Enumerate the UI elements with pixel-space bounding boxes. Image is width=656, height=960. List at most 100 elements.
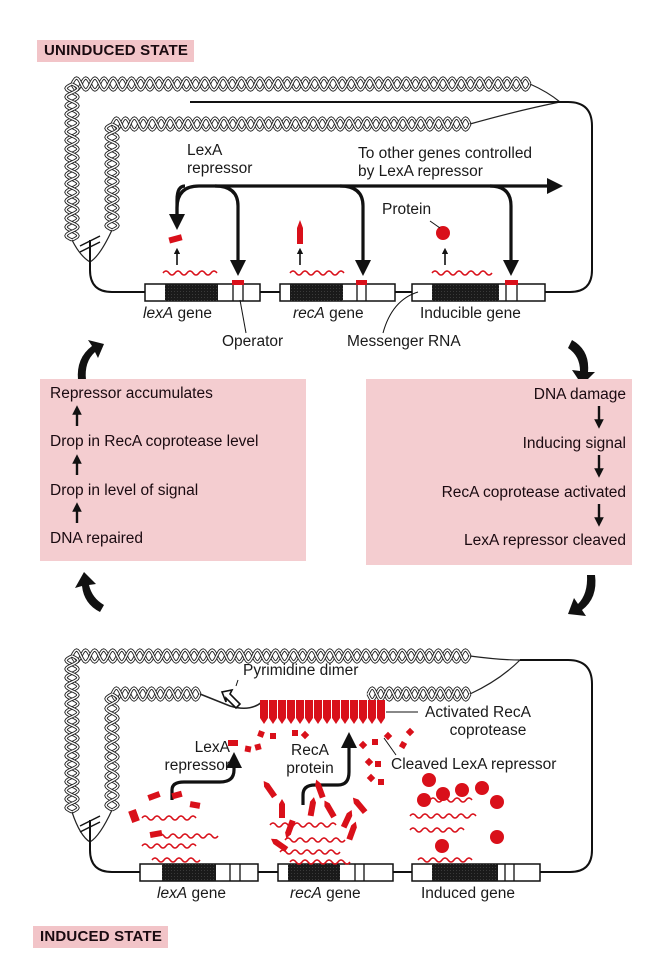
cycle-arrow-right-top	[568, 340, 595, 385]
mrna-strand	[269, 822, 337, 828]
lexa-repressor-label: LexA repressor	[187, 142, 253, 177]
reca-monomer	[296, 700, 304, 724]
induced-gene-label-lexa: lexA gene	[157, 885, 226, 902]
activated-reca-filament	[260, 700, 385, 724]
mrna-strand	[162, 270, 218, 276]
reca-monomer	[260, 700, 268, 724]
reca-monomer	[350, 700, 358, 724]
mrna-strand	[141, 815, 197, 821]
helix-junction	[469, 83, 561, 125]
protein-label: Protein	[382, 201, 432, 218]
operator-pointer	[239, 299, 247, 334]
mrna-strand	[417, 857, 473, 863]
mrna-strand	[289, 270, 345, 276]
reca-protein	[340, 810, 353, 829]
mrna-label: Messenger RNA	[347, 333, 461, 350]
induced-lexa-arrow	[170, 752, 242, 800]
reca-protein	[297, 220, 303, 244]
cleaved-fragment	[383, 731, 393, 741]
reca-protein	[263, 780, 278, 799]
cleaved-fragment	[300, 730, 310, 740]
right-step-4: LexA repressor cleaved	[464, 532, 626, 549]
cleaved-fragment	[405, 727, 415, 737]
break-mark-icon	[79, 815, 101, 833]
gene-box-reca-induced	[277, 863, 394, 882]
left-step-3: Drop in level of signal	[50, 482, 199, 499]
reca-protein-label: RecA protein	[286, 742, 334, 777]
dna-helix-group-uninduced	[64, 76, 561, 263]
mrna-uninduced	[162, 270, 493, 276]
gene-label-reca: recA gene	[293, 305, 364, 322]
cleaved-fragment	[398, 740, 408, 750]
induced-state-badge: INDUCED STATE	[33, 926, 169, 948]
reca-monomer	[377, 700, 385, 724]
cleaved-fragment	[378, 779, 384, 785]
cleaved-fragment	[358, 740, 368, 750]
break-mark-icon	[79, 235, 101, 253]
cleaved-fragment	[364, 757, 374, 767]
reca-monomer	[269, 700, 277, 724]
reca-monomer	[278, 700, 286, 724]
gene-label-inducible: Inducible gene	[420, 305, 521, 322]
activated-reca-label: Activated RecA coprotease	[425, 704, 531, 739]
lexa-repressor	[147, 791, 161, 801]
induced-reca-arrow	[301, 732, 357, 805]
mrna-strand	[431, 270, 493, 276]
gene-box-induced-gene	[411, 863, 541, 882]
reca-protein	[285, 819, 296, 839]
helix-junction	[469, 655, 521, 695]
uninduced-state-badge: UNINDUCED STATE	[37, 40, 195, 62]
lexa-repressor	[189, 801, 201, 809]
cleaved-fragment	[244, 745, 252, 753]
reca-protein	[324, 800, 337, 819]
mrna-strand	[289, 859, 351, 865]
induction-cycle-box	[366, 379, 632, 565]
left-step-2: Drop in RecA coprotease level	[50, 433, 259, 450]
mrna-strand	[284, 837, 346, 843]
lexa-repressor-protein	[168, 234, 183, 244]
reca-monomer	[314, 700, 322, 724]
pyrimidine-dimer-icon	[220, 688, 242, 710]
cleaved-fragment	[254, 743, 262, 751]
reca-protein	[346, 821, 357, 841]
induced-backbone	[89, 659, 593, 873]
mrna-strand	[151, 857, 201, 863]
reca-monomer	[287, 700, 295, 724]
reca-monomer	[305, 700, 313, 724]
repression-arrows	[169, 178, 563, 276]
lexa-repressor	[128, 808, 140, 824]
reca-protein	[352, 797, 368, 815]
protein-pointer	[429, 220, 441, 229]
translation-arrows-uninduced	[173, 247, 449, 265]
cycle-arrow-left-top	[77, 340, 104, 380]
pyrimidine-dimer-label: Pyrimidine dimer	[243, 662, 359, 679]
reca-protein	[270, 838, 289, 853]
cleaved-lexa-label: Cleaved LexA repressor	[391, 756, 557, 773]
inducible-protein	[436, 226, 450, 240]
left-step-1: Repressor accumulates	[50, 385, 213, 402]
uninduced-backbone	[89, 101, 593, 293]
reca-protein	[279, 799, 285, 818]
reca-protein	[315, 779, 326, 799]
induced-gene-label-induced: Induced gene	[421, 885, 515, 902]
induced-protein	[417, 793, 431, 807]
cleaved-fragment	[292, 730, 298, 736]
lexa-repressor	[149, 830, 163, 838]
right-step-2: Inducing signal	[522, 435, 626, 452]
induced-protein	[490, 795, 504, 809]
induced-protein	[435, 839, 449, 853]
induced-protein	[475, 781, 489, 795]
mrna-strand	[141, 843, 197, 849]
right-step-1: DNA damage	[533, 386, 626, 403]
gene-box-lexa-uninduced	[144, 280, 261, 302]
induced-protein	[455, 783, 469, 797]
reca-monomer	[341, 700, 349, 724]
gene-box-lexa-induced	[139, 863, 259, 882]
reca-monomer	[332, 700, 340, 724]
reca-monomer	[368, 700, 376, 724]
cleaved-fragment	[375, 761, 381, 767]
lexa-repressor-fragment	[228, 740, 238, 746]
lexa-repressor	[171, 790, 183, 800]
mrna-pointer	[382, 291, 419, 334]
